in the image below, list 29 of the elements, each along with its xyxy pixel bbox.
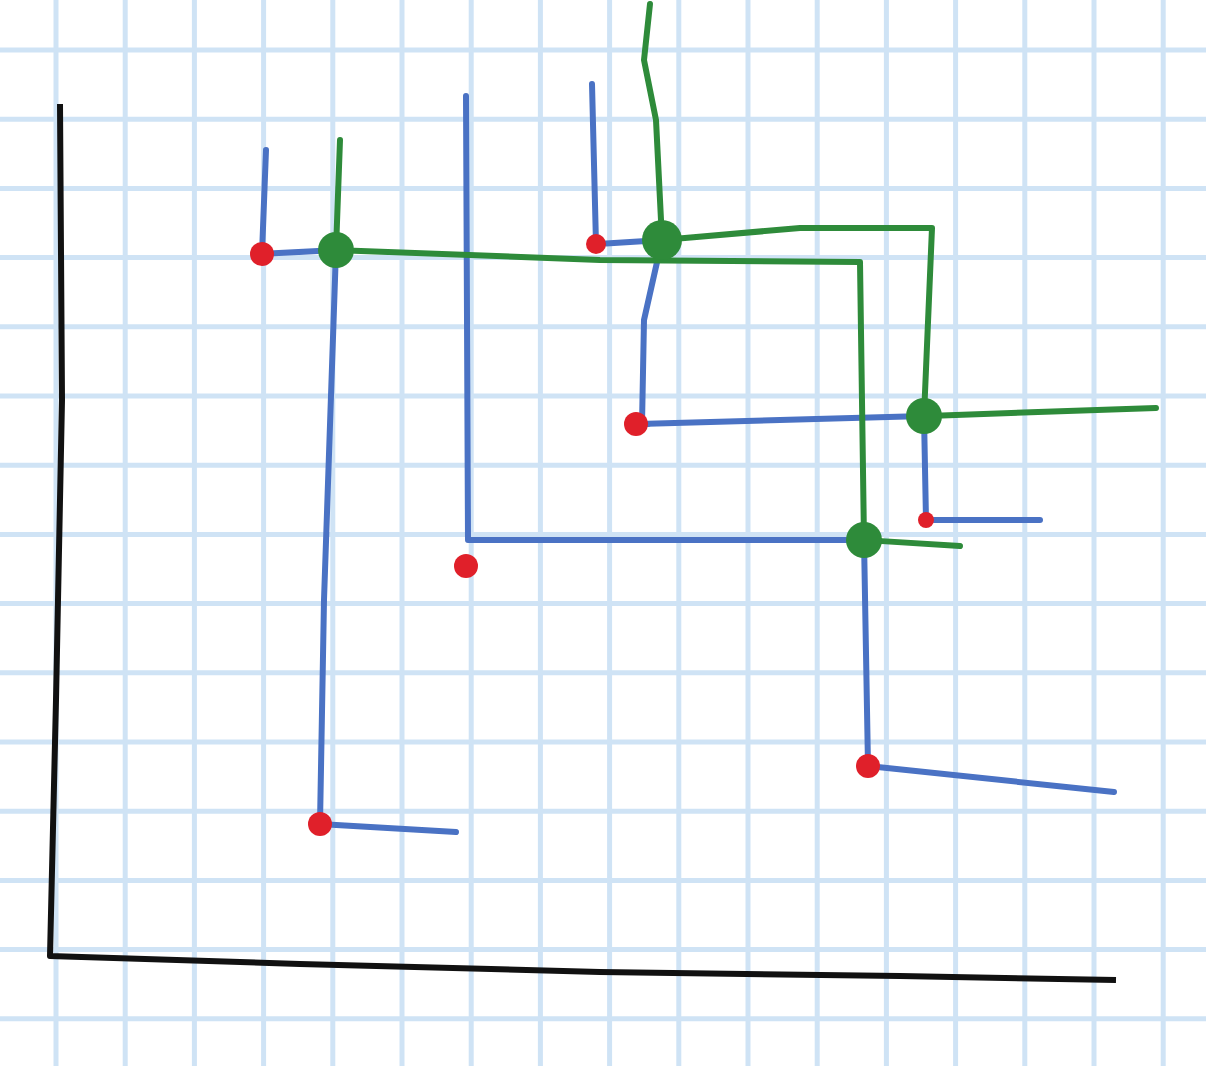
- connector-line: [271, 247, 322, 257]
- junction-dot: [846, 522, 882, 558]
- connector-line: [678, 225, 935, 401]
- connector-line: [259, 147, 269, 245]
- end-dot: [308, 812, 332, 836]
- connector-line: [921, 431, 929, 515]
- connector-line: [589, 81, 599, 237]
- connector-line: [931, 517, 1043, 523]
- connector-line: [645, 413, 909, 427]
- end-dot: [586, 234, 606, 254]
- connector-line: [351, 247, 867, 525]
- junction-dot: [642, 220, 682, 260]
- junction-dot: [318, 232, 354, 268]
- connector-line: [878, 538, 963, 549]
- end-dot: [918, 512, 934, 528]
- connector-line: [603, 238, 646, 247]
- junction-dot: [906, 398, 942, 434]
- connector-line: [876, 764, 1117, 795]
- end-dot: [250, 242, 274, 266]
- connector-line: [329, 821, 459, 835]
- end-dot: [624, 412, 648, 436]
- connector-line: [939, 405, 1159, 419]
- connector-line: [641, 1, 664, 223]
- connector-line: [333, 137, 343, 235]
- end-dot: [856, 754, 880, 778]
- end-dot: [454, 554, 478, 578]
- connector-line: [463, 93, 849, 543]
- connector-line: [317, 265, 339, 815]
- connector-line: [861, 555, 871, 757]
